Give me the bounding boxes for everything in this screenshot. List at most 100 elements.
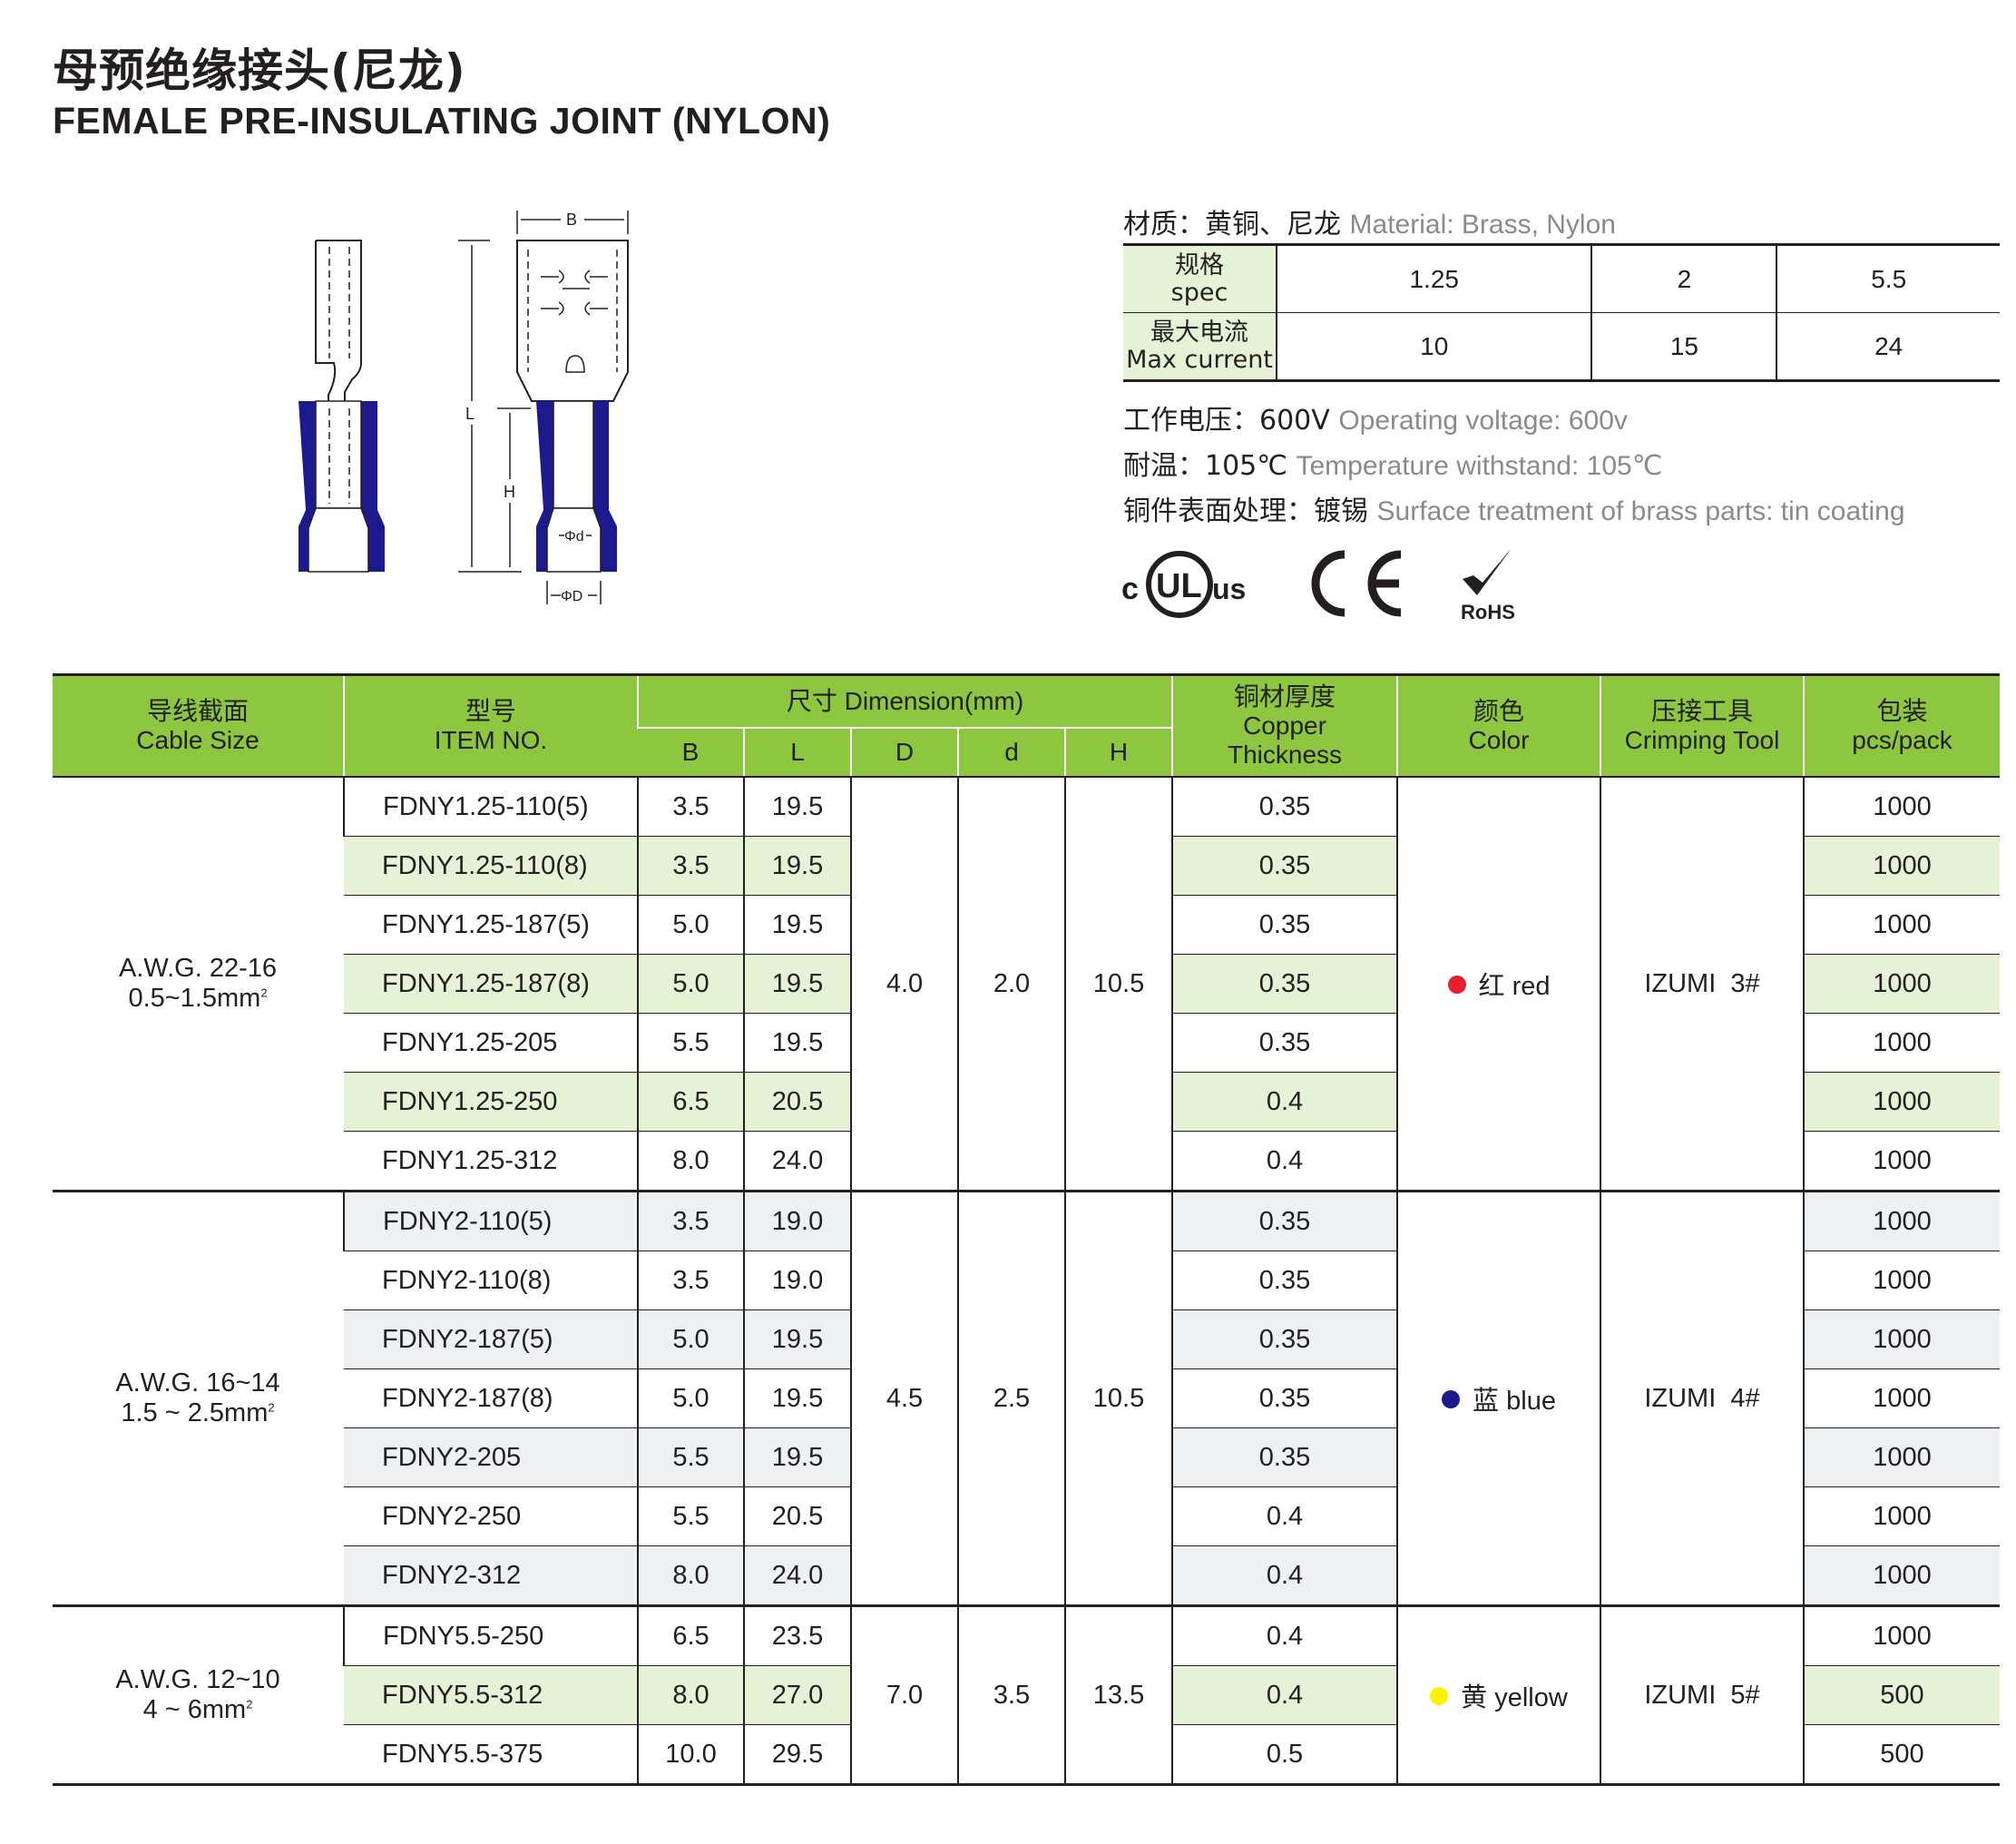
thickness-cell: 0.4 [1171,1545,1397,1607]
material-line: 材质：黄铜、尼龙 Material: Brass, Nylon [1123,201,1616,241]
b-cell: 10.0 [637,1724,744,1786]
material-cn: 材质：黄铜、尼龙 [1123,209,1341,240]
color-cn: 颜色 [1473,696,1524,726]
item-no-cell: FDNY2-110(5) [343,1191,638,1251]
thickness-cell: 0.4 [1171,1131,1397,1192]
item-no-cell: FDNY1.25-110(5) [343,777,638,837]
color-cell: 黄 yellow [1396,1605,1600,1786]
item-no-cell: FDNY5.5-312 [344,1665,638,1725]
spec-head-en: spec [1170,278,1228,307]
b-cell: 5.0 [637,1309,744,1369]
l-cell: 23.5 [743,1605,851,1666]
b-cell: 5.0 [637,954,744,1014]
item-no-cell: FDNY2-187(5) [344,1309,638,1369]
pack-cell: 500 [1803,1665,2000,1725]
b-cell: 3.5 [637,1251,744,1310]
l-cell: 20.5 [743,1072,851,1132]
current-value: 24 [1776,312,2000,382]
col-dimension: 尺寸 Dimension(mm) [637,673,1172,729]
pack-cell: 1000 [1803,895,2000,955]
b-cell: 8.0 [637,1665,744,1725]
item-no-cell: FDNY5.5-250 [343,1605,638,1666]
temperature-line: 耐温：105℃ Temperature withstand: 105℃ [1123,443,1662,483]
color-en: red [1512,972,1551,1001]
voltage-line: 工作电压：600V Operating voltage: 600v [1123,397,1628,437]
tool-cn: 压接工具 [1650,696,1753,726]
pack-cell: 1000 [1803,836,2000,896]
thickness-cell: 0.35 [1171,836,1397,896]
l-cell: 19.0 [743,1251,851,1310]
pack-cell: 1000 [1803,1309,2000,1369]
pack-cell: 1000 [1803,1427,2000,1487]
col-crimp-tool: 压接工具 Crimping Tool [1600,673,1804,778]
l-cell: 19.5 [743,1309,851,1369]
area-value: 0.5~1.5mm2 [53,984,343,1014]
pack-cell: 1000 [1803,1368,2000,1428]
col-h: H [1064,728,1172,778]
pack-cell: 1000 [1803,1251,2000,1310]
item-no-cell: FDNY2-205 [344,1427,638,1487]
voltage-en: Operating voltage: 600v [1338,406,1628,436]
d-outer-cell: 4.5 [850,1191,958,1607]
rohs-text: RoHS [1461,601,1515,623]
thickness-cell: 0.4 [1171,1072,1397,1132]
product-table: 导线截面 Cable Size 型号 ITEM NO. 尺寸 Dimension… [53,673,2000,1786]
b-cell: 6.5 [637,1605,744,1666]
b-cell: 3.5 [637,836,744,896]
thickness-cell: 0.35 [1171,1427,1397,1487]
dim-label-h: H [504,483,515,501]
pack-cell: 1000 [1803,1486,2000,1546]
material-en: Material: Brass, Nylon [1349,210,1616,240]
h-cell: 10.5 [1064,1191,1172,1607]
ul-logo: c UL us [1121,551,1246,618]
current-row: 最大电流 Max current 10 15 24 [1123,312,2000,382]
pack-cell: 1000 [1803,1131,2000,1192]
awg-value: A.W.G. 22-16 [118,954,278,983]
pack-cell: 1000 [1803,954,2000,1014]
l-cell: 27.0 [743,1665,851,1725]
pack-cell: 1000 [1803,1072,2000,1132]
b-cell: 3.5 [637,1191,744,1251]
col-item-no: 型号 ITEM NO. [343,673,638,778]
certification-logos: c UL us RoHS [1121,548,1515,623]
color-en: blue [1506,1387,1556,1416]
pack-cell: 1000 [1803,777,2000,837]
col-pack: 包装 pcs/pack [1803,673,2000,778]
awg-value: A.W.G. 12~10 [115,1665,280,1694]
thickness-cell: 0.4 [1171,1665,1397,1725]
title-english: FEMALE PRE-INSULATING JOINT (NYLON) [53,100,831,142]
pack-cell: 1000 [1803,1191,2000,1251]
item-no-cell: FDNY2-187(8) [344,1368,638,1428]
color-en: yellow [1494,1683,1568,1712]
col-l: L [743,728,851,778]
spec-value: 5.5 [1776,243,2000,313]
item-cn: 型号 [465,696,516,726]
title-chinese: 母预绝缘接头(尼龙) [53,44,466,97]
l-cell: 19.5 [743,1368,851,1428]
spec-head-cn: 规格 [1175,250,1224,280]
crimp-tool-cell: IZUMI 5# [1600,1605,1804,1786]
ul-us: us [1212,573,1246,605]
color-dot-icon [1430,1687,1449,1706]
b-cell: 5.5 [637,1427,744,1487]
thickness-cell: 0.35 [1171,1309,1397,1369]
b-cell: 3.5 [637,777,744,837]
l-cell: 19.5 [743,1427,851,1487]
l-cell: 20.5 [743,1486,851,1546]
area-sup: 2 [246,1697,253,1712]
thickness-cell: 0.4 [1171,1486,1397,1546]
col-d-inner: d [957,728,1065,778]
crimp-tool-cell: IZUMI 4# [1600,1191,1804,1607]
area-text: 1.5 ~ 2.5mm [121,1398,269,1427]
b-cell: 6.5 [637,1072,744,1132]
area-value: 1.5 ~ 2.5mm2 [53,1398,343,1428]
